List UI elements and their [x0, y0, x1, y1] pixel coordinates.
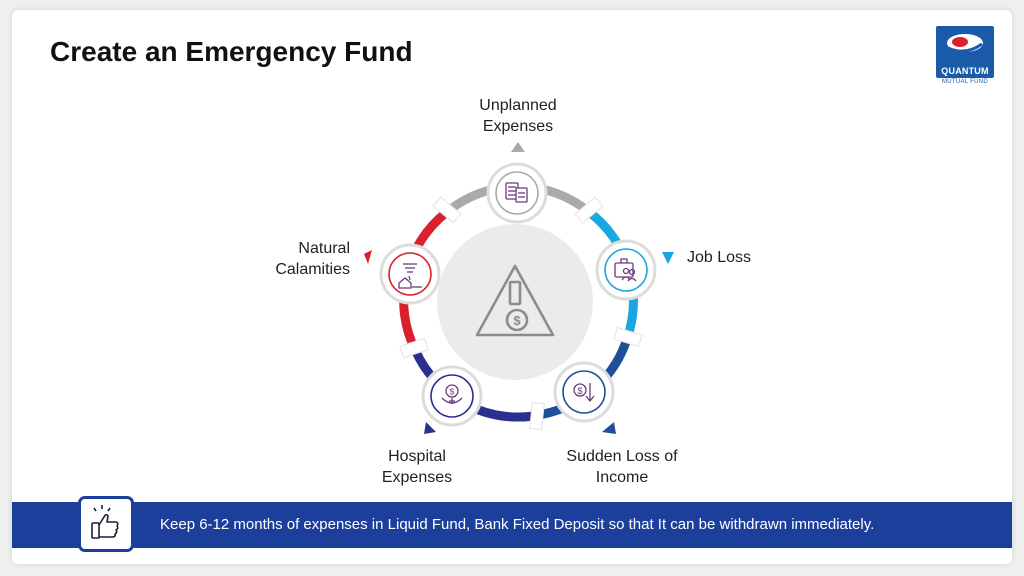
label-job-loss: Job Loss [687, 247, 797, 268]
tip-banner: Keep 6-12 months of expenses in Liquid F… [12, 502, 1012, 548]
label-line: Expenses [482, 118, 554, 135]
label-hospital-expenses: Hospital Expenses [362, 446, 472, 488]
pointer-unplanned [511, 142, 525, 152]
center-disc [437, 224, 593, 380]
ring-separator [613, 326, 643, 348]
briefcase-people-icon [614, 258, 637, 282]
logo-badge: QUANTUM [936, 26, 994, 78]
thumbs-up-badge [78, 496, 134, 552]
svg-text:$: $ [513, 313, 521, 328]
label-line: Job Loss [687, 249, 752, 266]
svg-text:$: $ [450, 388, 455, 397]
label-sudden-loss-income: Sudden Loss of Income [552, 446, 692, 488]
node-unplanned-expenses [486, 162, 548, 224]
pointer-job-loss [662, 252, 674, 264]
label-natural-calamities: Natural Calamities [240, 238, 350, 280]
ring-separator [574, 196, 604, 224]
logo-subtitle: MUTUAL FUND [941, 79, 989, 85]
coin-down-arrow-icon: $ [573, 383, 595, 403]
slide-card: Create an Emergency Fund QUANTUM MUTUAL … [12, 10, 1012, 564]
node-natural-calamities [379, 243, 441, 305]
node-sudden-loss-income: $ [553, 361, 615, 423]
calculator-document-icon [505, 182, 528, 203]
logo-name: QUANTUM [941, 66, 989, 76]
label-line: Hospital [388, 448, 446, 465]
ring-separator [399, 337, 429, 359]
label-line: Natural [298, 240, 350, 257]
node-hospital-expenses: $ [421, 365, 483, 427]
pointer-sudden-loss [602, 422, 616, 434]
label-line: Calamities [275, 261, 350, 278]
label-unplanned-expenses: Unplanned Expenses [460, 95, 576, 137]
quantum-logo: QUANTUM MUTUAL FUND [934, 26, 996, 88]
pointer-natural [364, 250, 372, 264]
label-line: Income [595, 469, 649, 486]
svg-text:$: $ [577, 386, 582, 396]
tip-text: Keep 6-12 months of expenses in Liquid F… [160, 516, 875, 533]
node-job-loss [595, 239, 657, 301]
pointer-hospital [424, 422, 436, 434]
logo-emblem-icon [947, 34, 983, 53]
warning-dollar-icon: $ [475, 264, 555, 337]
page-title: Create an Emergency Fund [50, 36, 413, 67]
tornado-house-icon [398, 263, 422, 289]
thumbs-up-icon [91, 505, 119, 539]
ring-separator [432, 196, 462, 224]
ring-separator [529, 401, 545, 431]
label-line: Expenses [381, 469, 453, 486]
label-line: Sudden Loss of [566, 448, 678, 465]
label-line: Unplanned [479, 97, 557, 114]
medical-bag-icon: $ [441, 384, 463, 404]
cycle-diagram: $ [364, 142, 674, 434]
